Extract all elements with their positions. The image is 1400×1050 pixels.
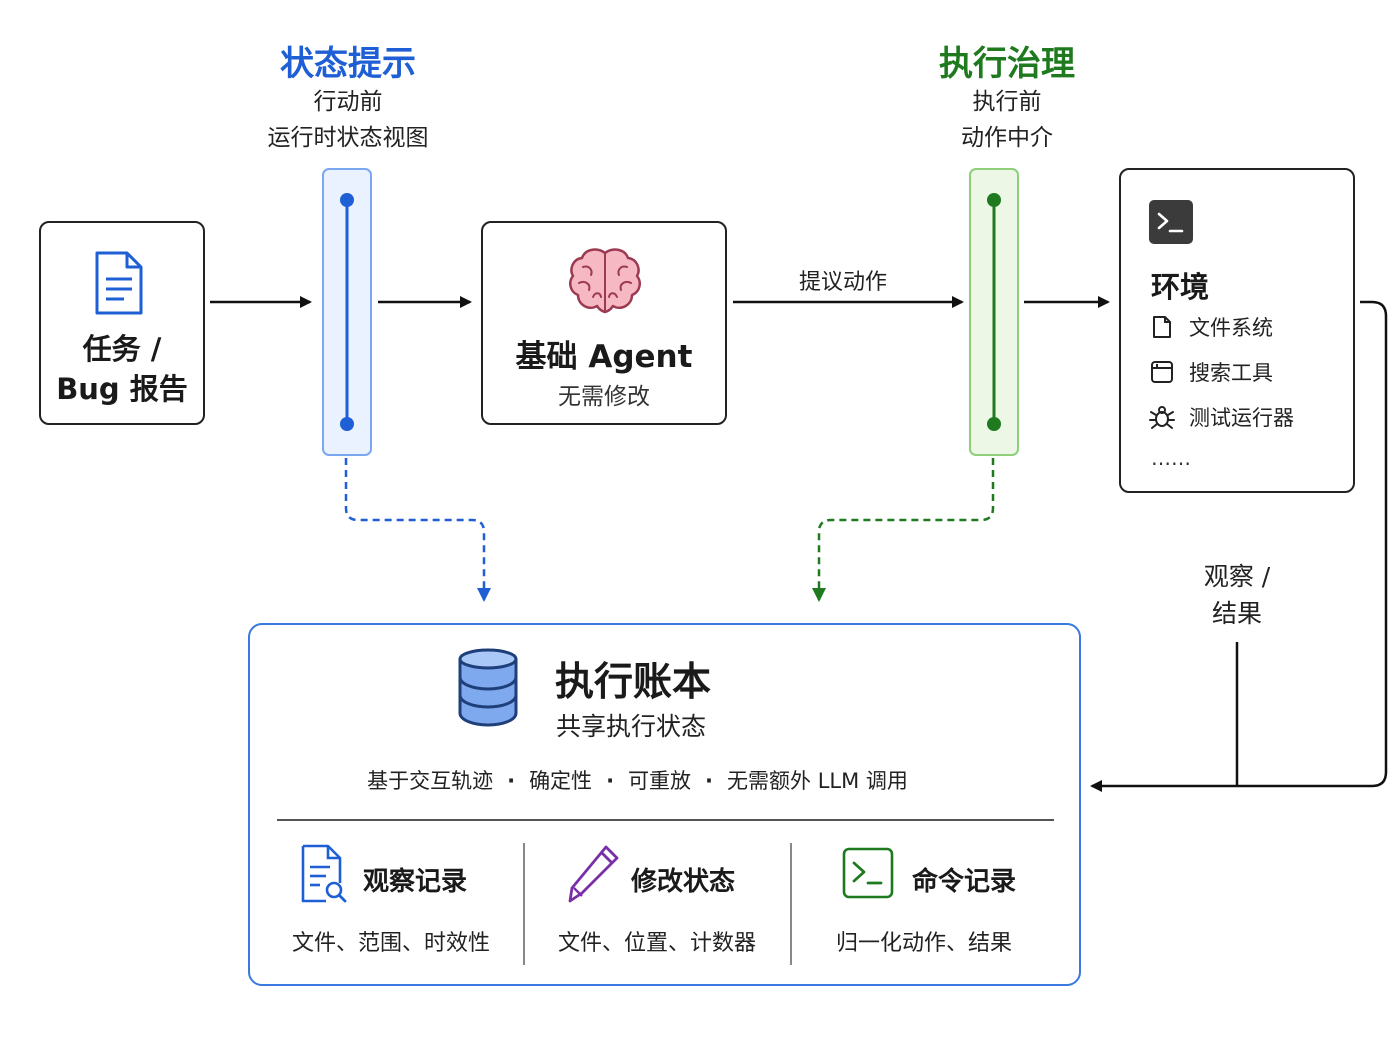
column-title-commands: 命令记录: [912, 867, 1017, 897]
governance-gate-track: [987, 193, 1001, 431]
search-window-icon: [1149, 359, 1175, 385]
ledger-property: 确定性: [529, 769, 593, 793]
environment-node: 环境 文件系统 搜索工具 测试运行器 ……: [1119, 168, 1355, 493]
task-label: 任务 / Bug 报告: [41, 329, 203, 409]
ledger-divider: [277, 819, 1054, 821]
document-icon: [95, 251, 143, 315]
property-separator: ·: [606, 769, 615, 793]
column-title-modifications: 修改状态: [631, 867, 736, 897]
dashed-hint-to-ledger: [344, 458, 491, 602]
tool-label-search: 搜索工具: [1189, 361, 1273, 385]
task-label-line-1: 任务 /: [82, 332, 162, 366]
column-desc-modifications: 文件、位置、计数器: [557, 931, 756, 956]
column-desc-observations: 文件、范围、时效性: [291, 931, 490, 956]
arrow-env-feedback: [1090, 300, 1388, 792]
ledger-property: 基于交互轨迹: [367, 769, 494, 793]
property-separator: ·: [507, 769, 516, 793]
column-desc-commands: 归一化动作、结果: [835, 931, 1012, 956]
tool-label-filesystem: 文件系统: [1189, 316, 1273, 340]
brain-icon: [569, 248, 641, 314]
terminal-icon: [842, 847, 894, 899]
governance-subtitle-1: 执行前: [972, 89, 1042, 115]
document-search-icon: [301, 844, 347, 903]
column-separator: [790, 843, 792, 965]
ledger-subtitle: 共享执行状态: [556, 712, 707, 741]
agent-title: 基础 Agent: [515, 339, 693, 375]
column-separator: [523, 843, 525, 965]
task-node: 任务 / Bug 报告: [39, 221, 205, 425]
execution-ledger: 执行账本 共享执行状态 基于交互轨迹 · 确定性 · 可重放 · 无需额外 LLM 调用 观…: [248, 623, 1081, 986]
state-hint-gate: [322, 168, 372, 456]
governance-gate: [969, 168, 1019, 456]
governance-subtitle: 执行前 动作中介: [880, 84, 1134, 156]
task-label-line-2: Bug 报告: [56, 372, 188, 406]
observation-label-2: 结果: [1211, 599, 1262, 628]
state-hint-subtitle: 行动前 运行时状态视图: [200, 84, 496, 156]
tool-label-test-runner: 测试运行器: [1189, 406, 1294, 430]
state-hint-subtitle-1: 行动前: [313, 89, 383, 115]
state-hint-title: 状态提示: [280, 44, 416, 84]
terminal-icon: [1149, 200, 1193, 244]
property-separator: ·: [705, 769, 714, 793]
database-icon: [458, 648, 518, 727]
bug-icon: [1149, 404, 1175, 430]
dashed-governance-to-ledger: [812, 458, 995, 602]
proposed-action-label: 提议动作: [798, 270, 887, 295]
observation-result-label: 观察 / 结果: [1180, 558, 1294, 632]
ledger-property: 可重放: [628, 769, 692, 793]
state-hint-subtitle-2: 运行时状态视图: [267, 125, 429, 151]
agent-subtitle: 无需修改: [558, 384, 650, 410]
tool-item-test-runner: 测试运行器: [1149, 402, 1294, 432]
ledger-property: 无需额外 LLM 调用: [727, 769, 908, 793]
agent-node: 基础 Agent 无需修改: [481, 221, 727, 425]
ledger-properties: 基于交互轨迹 · 确定性 · 可重放 · 无需额外 LLM 调用: [223, 765, 1052, 795]
governance-title: 执行治理: [939, 44, 1075, 84]
governance-subtitle-2: 动作中介: [961, 125, 1053, 151]
file-icon: [1149, 314, 1175, 340]
state-hint-gate-track: [340, 193, 354, 431]
column-title-observations: 观察记录: [363, 867, 468, 897]
ledger-title: 执行账本: [555, 660, 712, 705]
tool-item-search: 搜索工具: [1149, 357, 1273, 387]
environment-title: 环境: [1151, 270, 1210, 304]
observation-label-1: 观察 /: [1203, 562, 1271, 591]
tool-more: ……: [1151, 446, 1191, 470]
pencil-icon: [568, 845, 619, 903]
tool-item-filesystem: 文件系统: [1149, 312, 1273, 342]
